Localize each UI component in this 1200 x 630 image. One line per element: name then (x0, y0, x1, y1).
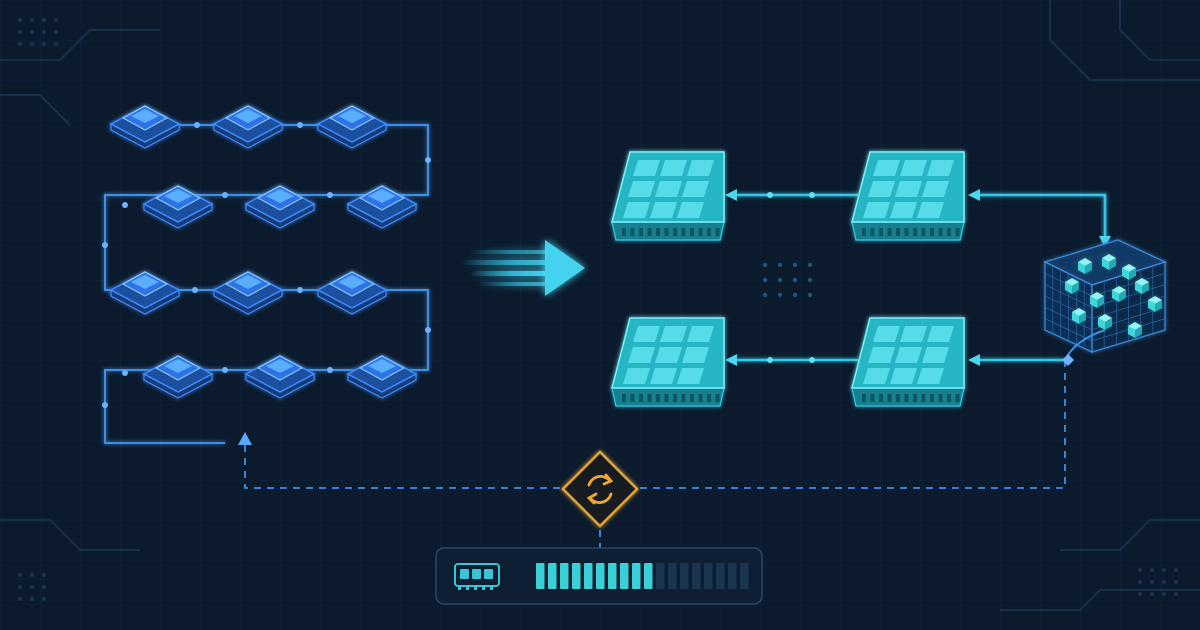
memory-segment-empty (704, 563, 713, 589)
chip-connector-arrowheads (725, 189, 1111, 366)
sync-badge (561, 450, 639, 528)
small-chip (316, 105, 388, 149)
small-chip (244, 355, 316, 399)
chip-connector-nodes (767, 192, 815, 363)
large-chip (851, 151, 965, 241)
memory-segment-filled (560, 563, 569, 589)
small-chip (142, 185, 214, 229)
small-chip (346, 355, 418, 399)
memory-segment-filled (584, 563, 593, 589)
memory-segment-filled (536, 563, 545, 589)
memory-segment-empty (668, 563, 677, 589)
dot-matrix-bottom-right (1138, 568, 1178, 596)
memory-segment-filled (620, 563, 629, 589)
memory-module-icon (454, 563, 500, 590)
serpentine-nodes (102, 122, 431, 408)
circuit-traces (0, 0, 1200, 611)
large-chip (611, 317, 725, 407)
memory-segment-filled (632, 563, 641, 589)
small-chip (346, 185, 418, 229)
large-chip (611, 151, 725, 241)
right-arrow-icon (462, 240, 585, 296)
small-chip (316, 271, 388, 315)
small-chip (142, 355, 214, 399)
small-chip (212, 271, 284, 315)
dot-matrix-top-left (18, 18, 58, 46)
memory-segment-filled (644, 563, 653, 589)
memory-segment-filled (548, 563, 557, 589)
data-cube-icon (1043, 239, 1167, 354)
chip-connectors (735, 193, 1107, 362)
small-chip (212, 105, 284, 149)
memory-segment-filled (572, 563, 581, 589)
large-chip-array (611, 151, 965, 407)
memory-segment-empty (728, 563, 737, 589)
small-chip (109, 271, 181, 315)
junction-node (1062, 354, 1074, 366)
feedback-arrowhead (238, 432, 252, 445)
feedback-loop (244, 360, 1066, 548)
memory-segment-empty (680, 563, 689, 589)
memory-segment-empty (656, 563, 665, 589)
memory-segment-empty (692, 563, 701, 589)
memory-segment-empty (716, 563, 725, 589)
dot-matrix-center (762, 262, 813, 298)
memory-panel (435, 547, 763, 605)
refresh-icon (586, 473, 614, 505)
memory-segment-empty (740, 563, 749, 589)
memory-usage-bar (536, 563, 749, 589)
memory-segment-filled (608, 563, 617, 589)
dot-matrix-bottom-left (18, 573, 46, 601)
small-chip (244, 185, 316, 229)
large-chip (851, 317, 965, 407)
small-chip-array (109, 105, 418, 399)
small-chip (109, 105, 181, 149)
memory-segment-filled (596, 563, 605, 589)
